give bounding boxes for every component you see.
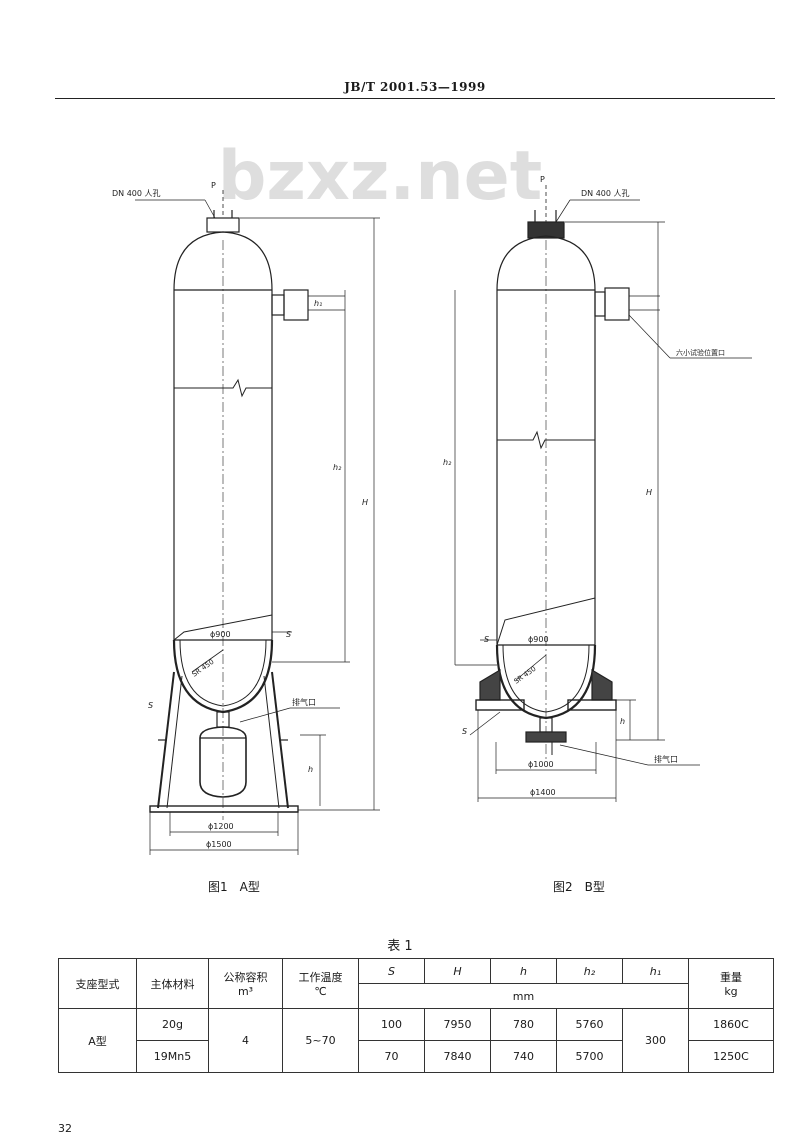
figure-a-H-label: H [362,498,368,507]
figure-b-vessel [475,185,660,760]
figure-a-sr-label: SR 450 [191,658,216,679]
figure-a-manhole-flange [206,217,240,233]
cell-H: 7950 [424,1008,491,1041]
figure-b-s1-label: S [484,635,489,644]
figure-a-p-label: P [211,181,216,190]
figure-b-d900-label: ϕ900 [528,635,549,644]
cell-h: 740 [490,1040,557,1073]
page-number: 32 [58,1122,72,1135]
cell-h: 780 [490,1008,557,1041]
figure-a-drain-label: 排气口 [292,697,316,707]
figure-b-drain-label: 排气口 [654,754,678,764]
cell-h2: 5760 [556,1008,623,1041]
figure-b-h2-label: h₂ [443,458,452,467]
figure-b-caption: 图2 B型 [553,880,605,894]
cell-H: 7840 [424,1040,491,1073]
header-h1: h₁ [622,958,689,984]
header-H: H [424,958,491,984]
table-title: 表 1 [387,939,413,954]
header-body-material: 主体材料 [136,958,209,1009]
figure-b-p-label: P [540,175,545,184]
table-row: A型 20g 4 5~70 100 7950 780 5760 300 1860… [58,1008,774,1073]
figure-b-H-label: H [646,488,652,497]
figure-a-d1200-label: ϕ1200 [208,822,234,831]
figure-a-manhole-label: DN 400 人孔 [112,189,161,198]
figure-b-labels: DN 400 人孔 P 六小试验位置口 h₂ H h ϕ900 S S SR 4… [443,175,725,797]
cell-h2: 5700 [556,1040,623,1073]
header-mm-unit: mm [358,983,689,1009]
cell-weight: 1250C [688,1040,774,1073]
figure-b-manhole-label: DN 400 人孔 [581,189,630,198]
figure-a-vessel [149,190,345,820]
figure-a-caption: 图1 A型 [208,880,260,894]
figure-a-h2-label: h₂ [333,463,342,472]
figure-a-labels: DN 400 人孔 P h₁ h₂ H h ϕ900 S S SR 450 排气… [112,181,368,849]
figure-a-top-head [173,231,273,291]
figure-a-s1-label: S [286,630,291,639]
header-h2: h₂ [556,958,623,984]
figure-b-d1000-label: ϕ1000 [528,760,554,769]
figure-a-d1500-label: ϕ1500 [206,840,232,849]
figure-b-d1400-label: ϕ1400 [530,788,556,797]
cell-nominal-volume: 4 [208,1008,283,1073]
watermark-text: bzxz.net [218,137,543,215]
cell-h1: 300 [622,1008,689,1073]
header-rule [55,98,775,99]
figure-b-h-label: h [620,717,625,726]
figure-b-side-label: 六小试验位置口 [676,348,725,357]
figure-a-s2-label: S [148,701,153,710]
cell-weight: 1860C [688,1008,774,1041]
table-row: 19Mn5 70 7840 740 5700 1250C [59,1040,774,1073]
figure-a-d900-label: ϕ900 [210,630,231,639]
cell-s: 70 [358,1040,425,1073]
header-h: h [490,958,557,984]
cell-material: 20g [136,1008,209,1041]
figure-a-dimensions [135,199,380,855]
figure-b-dimensions [454,199,752,802]
watermark-logo: bzxz.net [218,137,543,215]
cell-working-temp: 5~70 [282,1008,359,1073]
figure-a-h-label: h [308,765,313,774]
figure-b-s2-label: S [462,727,467,736]
figure-a-h1-label: h₁ [314,299,322,308]
cell-support-type: A型 [58,1008,137,1073]
header-support-type: 支座型式 [58,958,137,1009]
cell-s: 100 [358,1008,425,1041]
technical-drawing: DN 400 人孔 P h₁ h₂ H h ϕ900 S S SR 450 排气… [112,175,752,855]
figure-b-sr-label: SR 450 [513,665,538,686]
standard-number-header: JB/T 2001.53—1999 [344,80,486,94]
header-working-temp: 工作温度℃ [282,958,359,1009]
cell-material: 19Mn5 [136,1040,209,1073]
header-s: S [358,958,425,984]
